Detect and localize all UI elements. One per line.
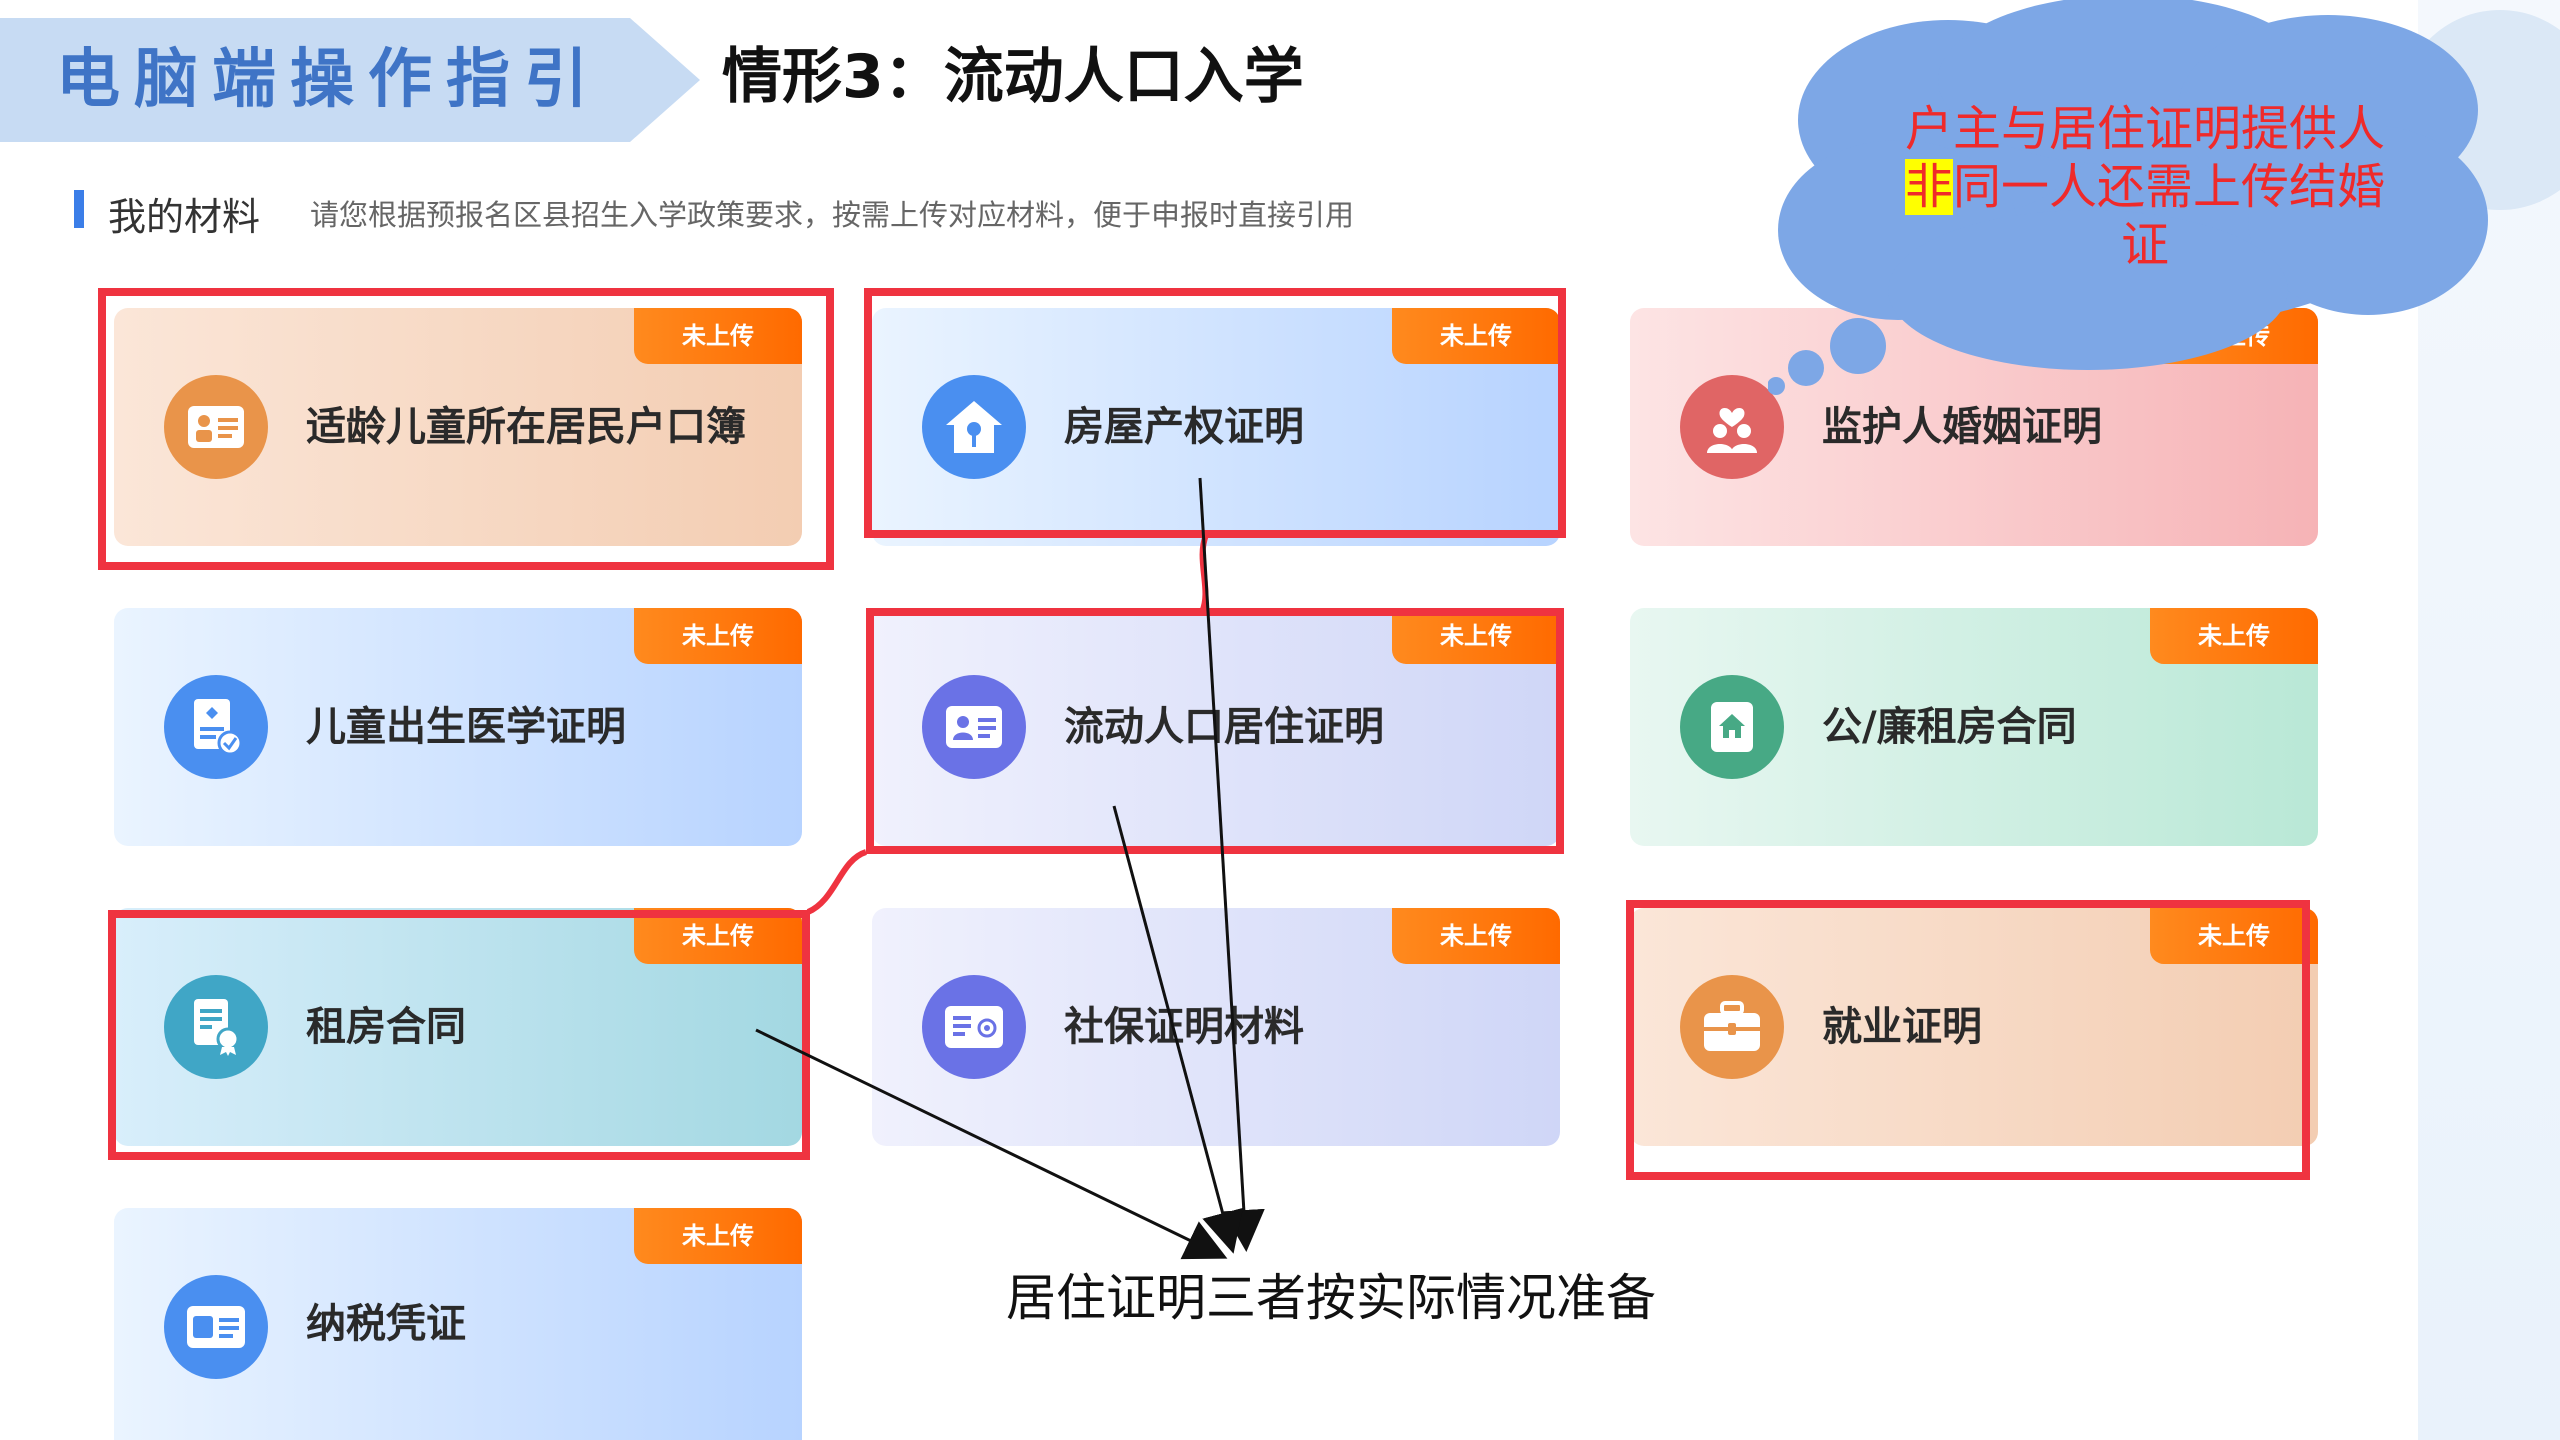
thought-cloud xyxy=(1768,0,2488,395)
upload-status-badge: 未上传 xyxy=(2150,908,2318,964)
page-title: 情形3：流动人口入学 xyxy=(722,42,1304,112)
cloud-note-line2: 非同一人还需上传结婚 xyxy=(1880,158,2410,216)
section-accent-bar xyxy=(74,190,84,228)
material-card-label: 房屋产权证明 xyxy=(1064,404,1304,450)
guide-banner xyxy=(0,18,700,142)
annotation-note: 居住证明三者按实际情况准备 xyxy=(1006,1269,1656,1327)
material-card-label: 监护人婚姻证明 xyxy=(1822,404,2102,450)
id-card-icon xyxy=(164,375,268,479)
upload-status-badge: 未上传 xyxy=(1392,908,1560,964)
material-card-public-housing-contract[interactable]: 未上传 公/廉租房合同 xyxy=(1630,608,2318,846)
highlight-box-rental-contract xyxy=(108,910,810,1160)
material-card-label: 适龄儿童所在居民户口簿 xyxy=(306,404,746,450)
briefcase-icon xyxy=(1680,975,1784,1079)
medical-certificate-icon xyxy=(164,675,268,779)
material-card-birth-certificate[interactable]: 未上传 儿童出生医学证明 xyxy=(114,608,802,846)
material-card-label: 公/廉租房合同 xyxy=(1822,704,2077,750)
material-card-label: 就业证明 xyxy=(1822,1004,1982,1050)
cloud-note-line2-rest: 同一人还需上传结婚 xyxy=(1953,159,2386,215)
material-card-label: 租房合同 xyxy=(306,1004,466,1050)
material-card-label: 儿童出生医学证明 xyxy=(306,704,626,750)
material-card-rental-contract[interactable]: 未上传 租房合同 xyxy=(114,908,802,1146)
upload-status-badge: 未上传 xyxy=(634,608,802,664)
cloud-note-line3: 证 xyxy=(2120,217,2169,273)
highlight-box-property-certificate xyxy=(864,288,1566,538)
cloud-note-highlight: 非 xyxy=(1904,159,1953,215)
house-key-icon xyxy=(922,375,1026,479)
social-security-card-icon xyxy=(922,975,1026,1079)
section-hint: 请您根据预报名区县招生入学政策要求，按需上传对应材料，便于申报时直接引用 xyxy=(310,198,1355,232)
tax-receipt-icon xyxy=(164,1275,268,1379)
material-card-label: 纳税凭证 xyxy=(306,1301,466,1347)
upload-status-badge: 未上传 xyxy=(634,308,802,364)
material-card-label: 流动人口居住证明 xyxy=(1064,704,1384,750)
material-card-tax-receipt[interactable]: 未上传 纳税凭证 xyxy=(114,1208,802,1440)
upload-status-badge: 未上传 xyxy=(1392,308,1560,364)
highlight-box-household-register xyxy=(98,288,834,570)
cloud-note: 户主与居住证明提供人 非同一人还需上传结婚 证 xyxy=(1880,100,2410,274)
couple-heart-icon xyxy=(1680,375,1784,479)
public-housing-icon xyxy=(1680,675,1784,779)
guide-banner-label: 电脑端操作指引 xyxy=(56,42,602,117)
upload-status-badge: 未上传 xyxy=(2150,608,2318,664)
material-card-label: 社保证明材料 xyxy=(1064,1004,1304,1050)
highlight-box-residence-certificate xyxy=(866,608,1564,854)
material-card-household-register[interactable]: 未上传 适龄儿童所在居民户口簿 xyxy=(114,308,802,546)
contract-award-icon xyxy=(164,975,268,1079)
upload-status-badge: 未上传 xyxy=(634,1208,802,1264)
highlight-box-employment-certificate xyxy=(1626,900,2310,1180)
resident-card-icon xyxy=(922,675,1026,779)
material-card-social-security[interactable]: 未上传 社保证明材料 xyxy=(872,908,1560,1146)
upload-status-badge: 未上传 xyxy=(1392,608,1560,664)
material-card-property-certificate[interactable]: 未上传 房屋产权证明 xyxy=(872,308,1560,546)
material-card-employment-certificate[interactable]: 未上传 就业证明 xyxy=(1630,908,2318,1146)
section-title: 我的材料 xyxy=(108,195,261,239)
cloud-note-line1: 户主与居住证明提供人 xyxy=(1904,101,2385,157)
